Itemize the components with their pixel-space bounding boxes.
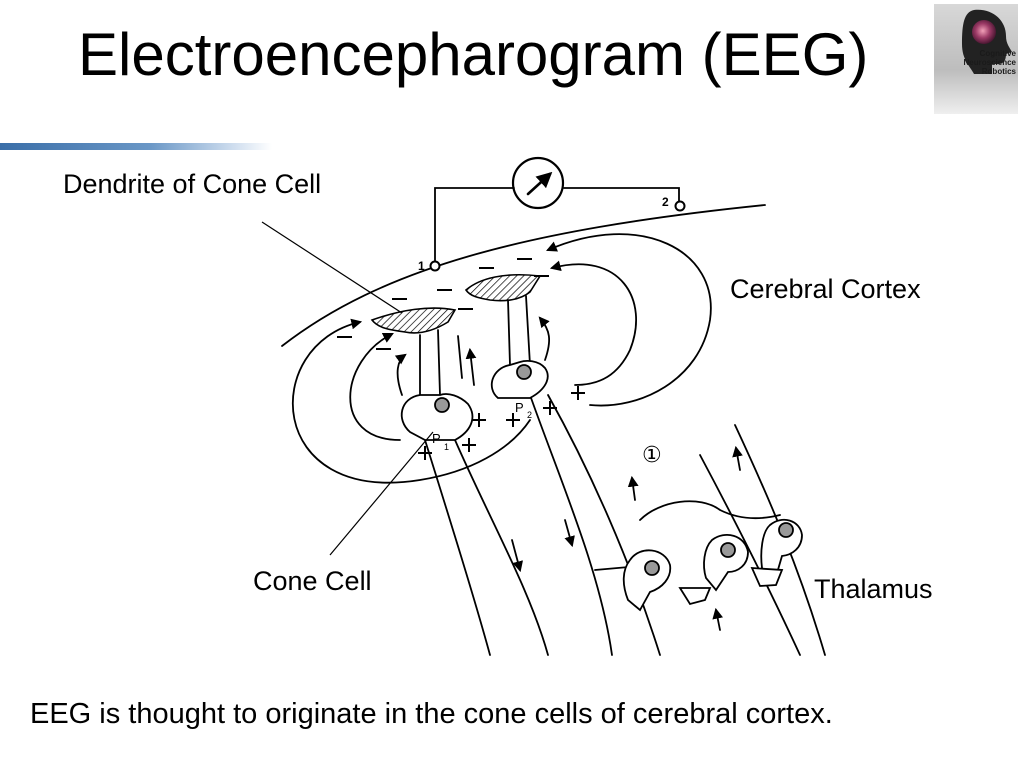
cone-cell-p1: [400, 393, 474, 441]
logo-line-2: Neuroscience: [964, 58, 1017, 67]
current-loop-p2-inner: [549, 260, 637, 386]
cell-p2-number: 2: [527, 410, 532, 420]
cone-cell-leader-line: [329, 431, 434, 556]
electrode-2-label: 2: [662, 195, 669, 209]
cerebral-cortex-label: Cerebral Cortex: [730, 274, 921, 304]
positive-charges: [418, 386, 585, 460]
thalamus-label: Thalamus: [814, 574, 933, 604]
current-loop-p1-arc: [394, 353, 407, 396]
axon-p1: [424, 439, 491, 656]
p1-dendrite-arrows: [457, 335, 474, 386]
slide-title: Electroencepharogram (EEG): [78, 21, 869, 88]
dendrite-tuft-p1: [370, 307, 457, 334]
thalamic-loop: [639, 500, 781, 521]
logo-line-1: Cognitive: [980, 49, 1017, 58]
galvanometer-icon: [511, 156, 565, 210]
cell-p2-letter: P: [515, 400, 524, 415]
electrode-1: [429, 260, 441, 272]
dendrite-leader-line: [261, 221, 403, 314]
head-silhouette-icon: [962, 9, 1012, 75]
thalamic-fiber-1: [699, 454, 801, 656]
slide-caption: EEG is thought to originate in the cone …: [30, 698, 833, 730]
current-loop-p2-outer: [546, 233, 712, 407]
axon-p1-b: [454, 439, 549, 656]
thalamic-neurons: [622, 518, 803, 612]
cortex-surface: [281, 204, 766, 347]
cone-cell-p2: [490, 360, 549, 399]
dendrite-tuft-p2: [464, 273, 542, 302]
electrode-1-label: 1: [418, 259, 425, 273]
logo-line-3: Robotics: [982, 67, 1017, 76]
cone-cell-label: Cone Cell: [253, 566, 372, 596]
current-loop-p1-outer: [291, 318, 531, 484]
circuit-wire: [434, 187, 680, 264]
current-loop-p2-arc: [538, 316, 551, 361]
dendrite-label: Dendrite of Cone Cell: [63, 169, 322, 199]
cognitive-neuroscience-robotics-logo: Cognitive Neuroscience Robotics: [934, 4, 1018, 114]
axon-p2-b: [547, 394, 661, 656]
negative-charges: [337, 258, 549, 350]
current-loop-p1-inner: [349, 333, 401, 441]
electrode-2: [674, 200, 686, 212]
cell-p1-letter: P: [432, 431, 441, 446]
cell-p1-number: 1: [444, 442, 449, 452]
apical-dendrite-p2: [507, 295, 531, 366]
title-underline: [0, 143, 272, 150]
apical-dendrite-p1: [419, 329, 441, 396]
axon-p2: [529, 394, 613, 656]
pathway-marker: ①: [642, 442, 662, 467]
